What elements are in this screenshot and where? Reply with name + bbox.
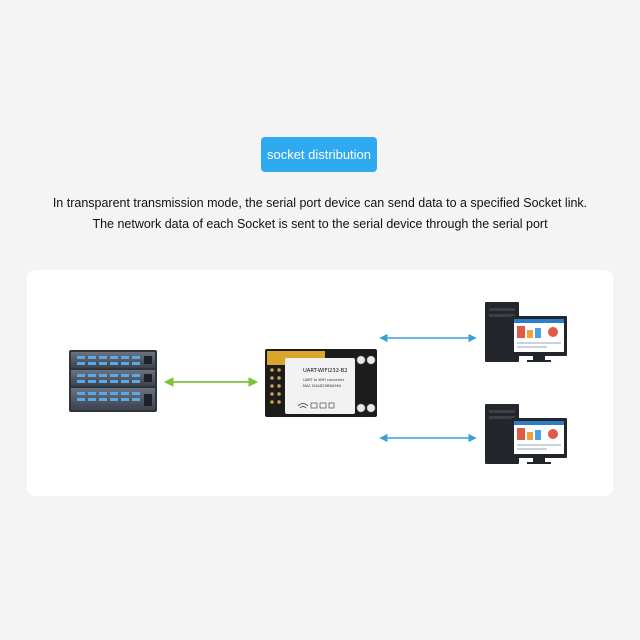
wifi-module-icon: UART-WIFI232-B2 UART to WiFi converter M… [265,349,377,417]
description-line-2: The network data of each Socket is sent … [92,217,548,231]
module-model: UART-WIFI232-B2 [303,368,348,374]
computer-icon-top [485,302,567,362]
fcc-mark-icon [319,402,327,409]
module-subtitle: UART to WiFi converter [303,378,345,382]
description-line-1: In transparent transmission mode, the se… [52,196,588,210]
diagram-canvas: UART-WIFI232-B2 UART to WiFi converter M… [69,302,567,464]
module-mac: MAC D4AD20B6A964 [303,384,342,388]
rohs-mark-icon [328,402,335,409]
diagram-panel: UART-WIFI232-B2 UART to WiFi converter M… [27,270,613,496]
badge-label: socket distribution [266,147,372,162]
ce-mark-icon [310,402,318,409]
description: In transparent transmission mode, the se… [0,193,640,235]
computer-icon-bottom [485,404,567,464]
socket-distribution-badge: socket distribution [261,137,377,172]
wifi-logo-icon [297,403,309,409]
server-rack-icon [69,350,157,412]
